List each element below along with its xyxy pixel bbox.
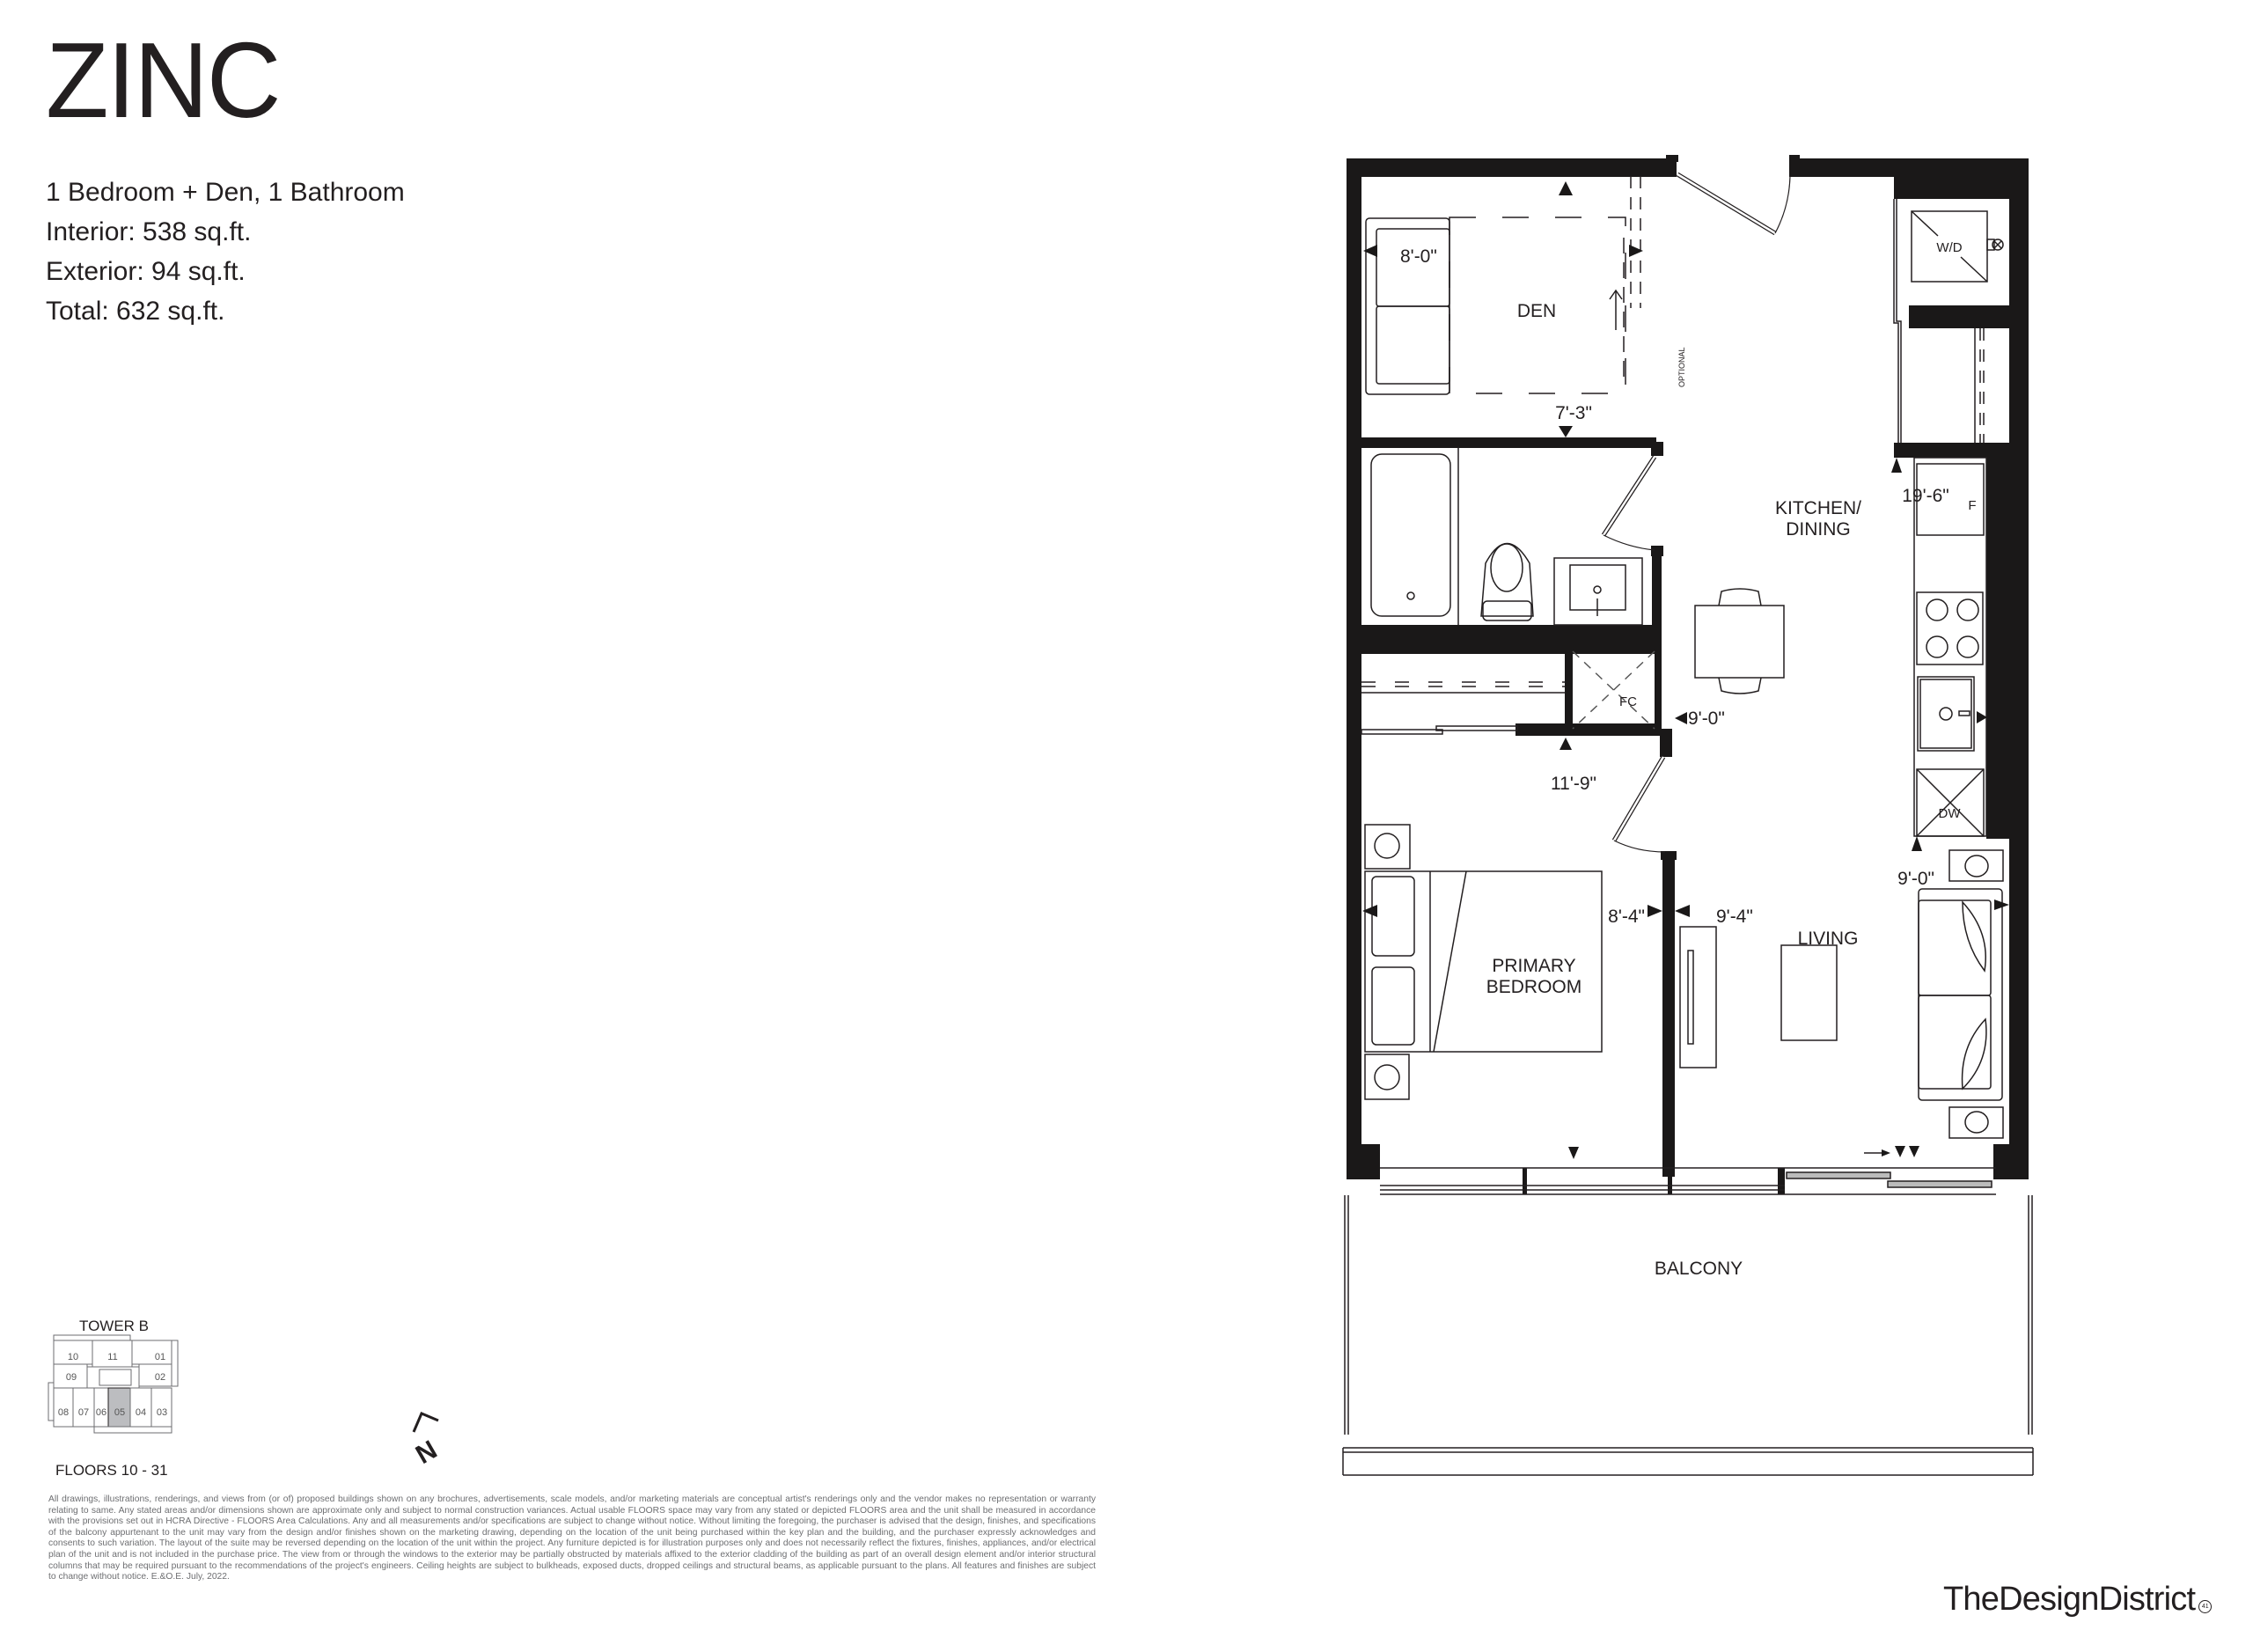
dim-living-depth: 9'-0" (1897, 869, 1934, 889)
brand-mark-icon: 41 (2198, 1600, 2213, 1613)
compass-n: N (411, 1435, 442, 1470)
key-unit-08: 08 (58, 1407, 69, 1418)
key-unit-11: 11 (107, 1352, 117, 1362)
unit-title: ZINC (46, 20, 281, 140)
exterior-area: Exterior: 94 sq.ft. (46, 257, 246, 286)
total-area: Total: 632 sq.ft. (46, 297, 225, 326)
room-label-bedroom-2: BEDROOM (1486, 977, 1582, 997)
brand-logo-text: TheDesignDistrict (1943, 1581, 2196, 1618)
key-unit-07: 07 (78, 1407, 89, 1418)
fixture-dishwasher: DW (1939, 806, 1962, 821)
dim-den-depth: 7'-3" (1555, 403, 1592, 423)
unit-type: 1 Bedroom + Den, 1 Bathroom (46, 178, 405, 207)
room-label-bedroom-1: PRIMARY (1492, 956, 1575, 976)
room-label-den: DEN (1517, 301, 1556, 321)
key-unit-04: 04 (136, 1407, 146, 1418)
dim-living-width: 9'-4" (1716, 907, 1753, 927)
dimension-arrows (1362, 181, 2009, 1159)
walls (1347, 155, 2029, 1194)
dim-den-width: 8'-0" (1400, 246, 1437, 267)
north-arrow-icon: N (411, 1412, 442, 1470)
room-label-balcony: BALCONY (1655, 1259, 1743, 1279)
key-unit-05: 05 (114, 1407, 125, 1418)
room-label-living: LIVING (1798, 929, 1859, 949)
unit-specs: 1 Bedroom + Den, 1 Bathroom Interior: 53… (46, 173, 405, 331)
key-plan (48, 1334, 179, 1434)
key-unit-03: 03 (157, 1407, 167, 1418)
dim-kitchen-length: 19'-6" (1902, 486, 1949, 506)
fixture-washer-dryer: W/D (1936, 240, 1962, 255)
room-label-kitchen-2: DINING (1786, 519, 1851, 540)
key-unit-10: 10 (68, 1352, 78, 1362)
fixture-fan-coil: FC (1619, 694, 1637, 709)
key-unit-01: 01 (155, 1352, 165, 1362)
key-plan-floors: FLOORS 10 - 31 (55, 1462, 168, 1479)
linework (1342, 172, 2034, 1476)
fixture-fridge: F (1968, 498, 1976, 513)
interior-area: Interior: 538 sq.ft. (46, 217, 252, 246)
dim-bedroom-width: 8'-4" (1608, 907, 1645, 927)
dim-bedroom-depth: 11'-9" (1551, 774, 1596, 794)
optional-note: OPTIONAL (1677, 347, 1686, 387)
key-unit-09: 09 (66, 1372, 77, 1383)
room-label-kitchen-1: KITCHEN/ (1775, 498, 1861, 518)
legal-disclaimer: All drawings, illustrations, renderings,… (48, 1494, 1096, 1582)
dim-kitchen-width: 9'-0" (1688, 709, 1725, 729)
key-unit-02: 02 (155, 1372, 165, 1383)
key-unit-06: 06 (96, 1407, 106, 1418)
key-plan-tower: TOWER B (79, 1318, 150, 1334)
